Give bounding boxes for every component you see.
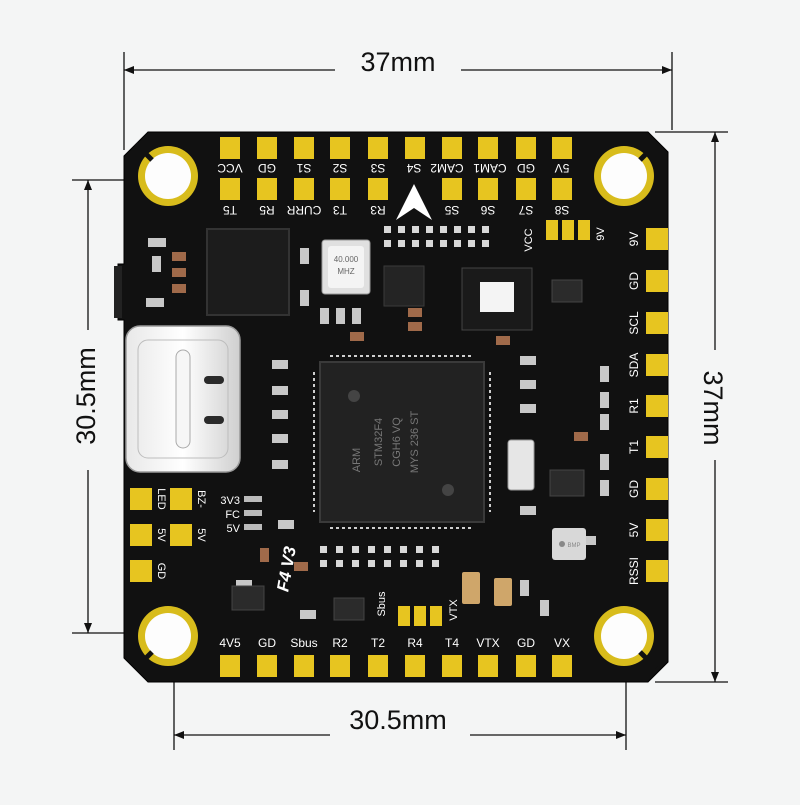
svg-text:R5: R5 bbox=[259, 203, 275, 217]
top-pads bbox=[220, 137, 572, 200]
svg-text:5V: 5V bbox=[195, 528, 207, 542]
mounting-hole-top-left bbox=[134, 142, 198, 206]
svg-text:CAM1: CAM1 bbox=[473, 161, 507, 175]
vtx-inner-label: VTX bbox=[448, 599, 460, 621]
svg-text:S7: S7 bbox=[518, 203, 533, 217]
direction-arrow-logo bbox=[396, 184, 432, 220]
gyro-chip bbox=[383, 265, 425, 307]
sbus-inner-label: Sbus bbox=[376, 591, 388, 617]
svg-text:MHZ: MHZ bbox=[337, 267, 354, 276]
mounting-hole-top-right bbox=[594, 142, 658, 206]
svg-text:S3: S3 bbox=[370, 161, 385, 175]
usb-c-port bbox=[125, 325, 241, 473]
svg-text:CURR: CURR bbox=[286, 203, 321, 217]
svg-text:GD: GD bbox=[627, 480, 641, 498]
vcc-label: VCC bbox=[523, 228, 535, 251]
svg-text:BZ-: BZ- bbox=[195, 490, 207, 508]
svg-text:T1: T1 bbox=[627, 440, 641, 454]
svg-text:SDA: SDA bbox=[627, 353, 641, 378]
svg-text:5V: 5V bbox=[627, 523, 641, 538]
svg-text:5V: 5V bbox=[555, 161, 570, 175]
svg-text:S4: S4 bbox=[406, 161, 421, 175]
sbus-vtx-pads bbox=[398, 606, 442, 626]
svg-text:S5: S5 bbox=[444, 203, 459, 217]
mcu-chip: ARM STM32F4 CGH6 VQ MYS 236 ST bbox=[313, 355, 491, 529]
crystal: 40.000 MHZ bbox=[321, 239, 371, 295]
svg-text:GD: GD bbox=[258, 161, 276, 175]
9v-label: 9V bbox=[595, 227, 607, 241]
svg-text:STM32F4: STM32F4 bbox=[373, 418, 385, 466]
svg-text:GD: GD bbox=[627, 272, 641, 290]
svg-text:Sbus: Sbus bbox=[290, 636, 317, 650]
via-dots bbox=[320, 226, 489, 567]
svg-text:T5: T5 bbox=[223, 203, 237, 217]
svg-text:S8: S8 bbox=[554, 203, 569, 217]
svg-text:S1: S1 bbox=[296, 161, 311, 175]
svg-text:BMP: BMP bbox=[567, 543, 580, 549]
svg-text:RSSI: RSSI bbox=[627, 557, 641, 585]
left-pad-labels: LED BZ- 5V 5V GD bbox=[155, 488, 207, 579]
svg-text:R1: R1 bbox=[627, 398, 641, 414]
svg-text:T3: T3 bbox=[333, 203, 347, 217]
svg-text:5V: 5V bbox=[227, 523, 241, 535]
svg-text:VTX: VTX bbox=[476, 636, 499, 650]
svg-text:R2: R2 bbox=[332, 636, 348, 650]
svg-text:S2: S2 bbox=[332, 161, 347, 175]
arrow-left bbox=[124, 66, 134, 74]
svg-text:SCL: SCL bbox=[627, 311, 641, 335]
top-dimension-label: 37mm bbox=[360, 47, 435, 77]
svg-text:GD: GD bbox=[517, 636, 535, 650]
right-pads bbox=[646, 228, 668, 582]
vertical-crystal bbox=[507, 439, 535, 491]
svg-text:9V: 9V bbox=[627, 232, 641, 247]
top-row-labels: VCC GD S1 S2 S3 S4 CAM2 CAM1 GD 5V T5 R5… bbox=[217, 161, 569, 217]
vcc-9v-pads bbox=[546, 220, 590, 240]
svg-text:CGH6 VQ: CGH6 VQ bbox=[391, 417, 403, 467]
svg-text:R3: R3 bbox=[370, 203, 386, 217]
mounting-hole-bottom-left bbox=[134, 606, 198, 670]
jumper-labels: 3V3 FC 5V bbox=[220, 495, 240, 535]
left-dimension-label: 30.5mm bbox=[71, 347, 101, 445]
arrow-right bbox=[662, 66, 672, 74]
svg-text:4V5: 4V5 bbox=[219, 636, 241, 650]
left-pads bbox=[130, 488, 192, 582]
side-button bbox=[114, 266, 122, 318]
svg-text:T4: T4 bbox=[445, 636, 459, 650]
bottom-row-labels: 4V5 GD Sbus R2 T2 R4 T4 VTX GD VX bbox=[219, 636, 570, 650]
svg-text:40.000: 40.000 bbox=[334, 255, 359, 264]
passive-components bbox=[146, 238, 609, 621]
svg-text:LED: LED bbox=[155, 488, 167, 509]
mounting-hole-bottom-right bbox=[594, 606, 658, 670]
svg-text:FC: FC bbox=[225, 509, 240, 521]
svg-text:VCC: VCC bbox=[217, 161, 243, 175]
svg-text:GD: GD bbox=[258, 636, 276, 650]
jumper-pads bbox=[244, 496, 262, 530]
svg-text:S6: S6 bbox=[480, 203, 495, 217]
svg-text:CAM2: CAM2 bbox=[430, 161, 464, 175]
svg-text:T2: T2 bbox=[371, 636, 385, 650]
svg-text:5V: 5V bbox=[155, 528, 167, 542]
svg-text:VX: VX bbox=[554, 636, 570, 650]
barometer: BMP bbox=[552, 528, 586, 560]
svg-text:3V3: 3V3 bbox=[220, 495, 240, 507]
svg-text:ARM: ARM bbox=[351, 448, 363, 472]
svg-text:MYS 236 ST: MYS 236 ST bbox=[409, 411, 421, 474]
right-column-labels: 9V GD SCL SDA R1 T1 GD 5V RSSI bbox=[627, 232, 641, 585]
svg-text:GD: GD bbox=[155, 563, 167, 580]
osd-chip bbox=[461, 267, 533, 331]
right-dimension-label: 37mm bbox=[698, 370, 728, 445]
flash-chip bbox=[206, 228, 290, 316]
bottom-dimension-label: 30.5mm bbox=[349, 705, 447, 735]
svg-text:GD: GD bbox=[517, 161, 535, 175]
bottom-pads bbox=[220, 655, 572, 677]
svg-text:R4: R4 bbox=[407, 636, 423, 650]
